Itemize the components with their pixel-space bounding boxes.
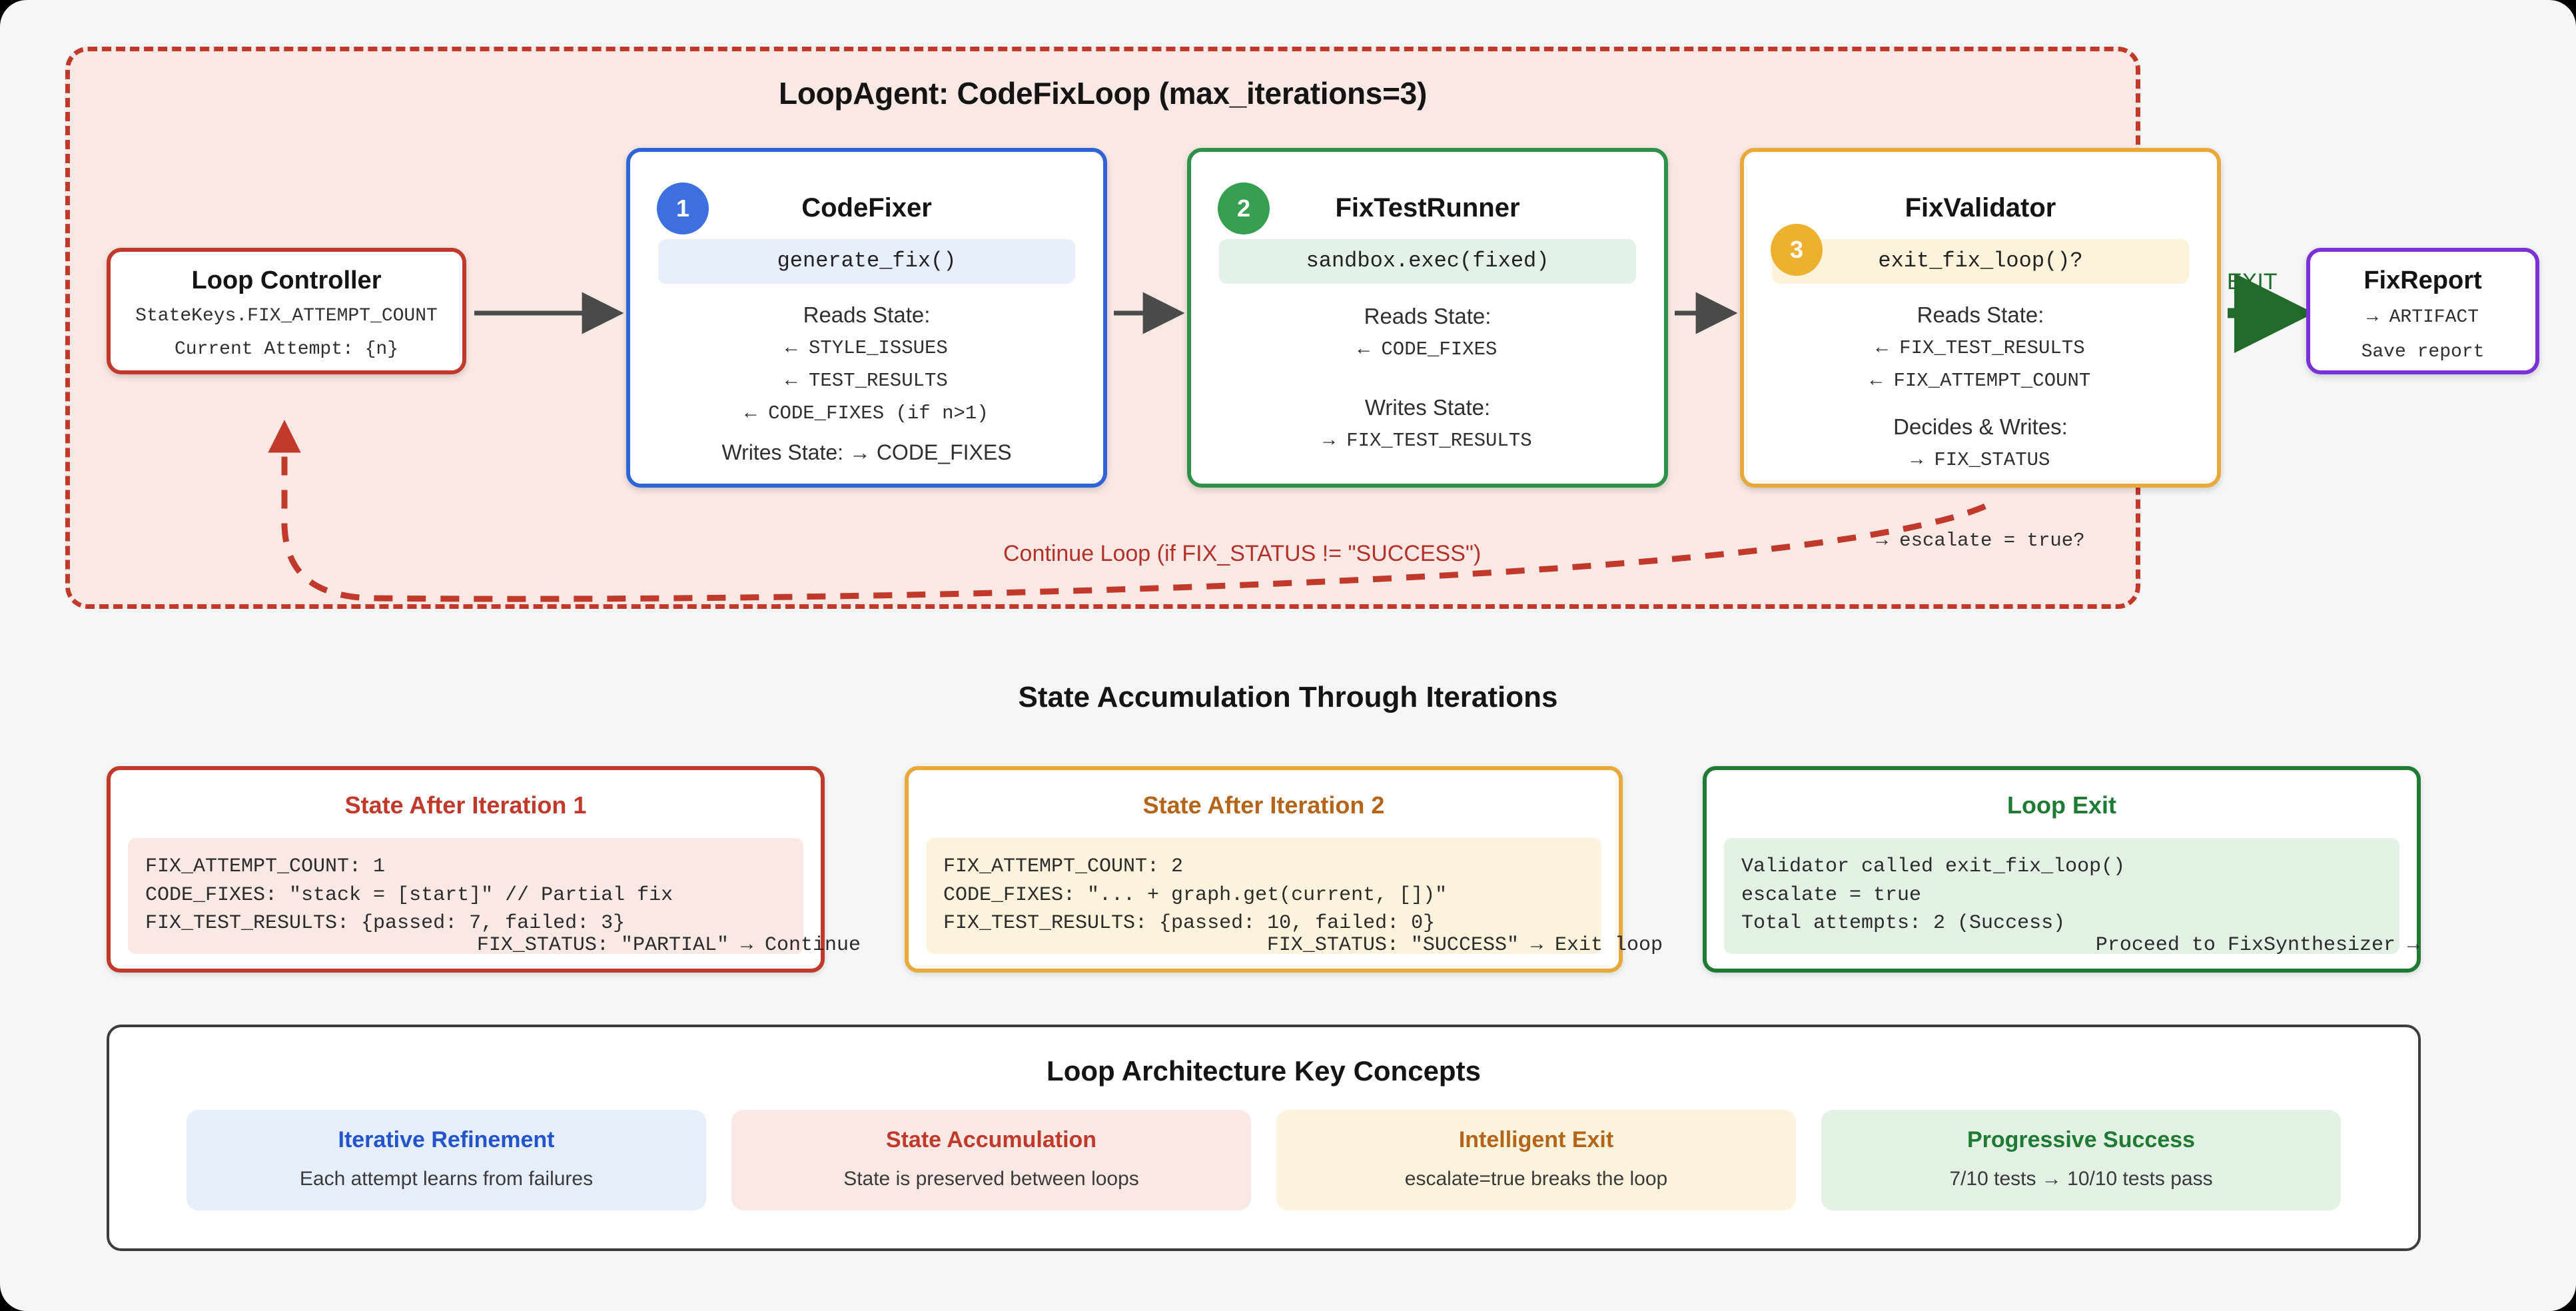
state-card-2-footer: FIX_STATUS: "SUCCESS" → Exit loop xyxy=(1266,934,1663,957)
loop-controller-statekey: StateKeys.FIX_ATTEMPT_COUNT xyxy=(135,306,438,326)
fix-validator-write-0: → FIX_STATUS xyxy=(1911,449,2050,472)
code-fixer-reads-label: Reads State: xyxy=(803,302,931,327)
fix-test-runner-title: FixTestRunner xyxy=(1335,193,1520,222)
state-card-2-line-1: CODE_FIXES: "... + graph.get(current, []… xyxy=(943,883,1448,907)
exit-arrow-label: EXIT xyxy=(2227,269,2278,294)
fix-test-runner-read-0: ← CODE_FIXES xyxy=(1358,338,1498,360)
state-card-3-line-0: Validator called exit_fix_loop() xyxy=(1741,855,2126,878)
code-fixer-title: CodeFixer xyxy=(801,193,932,222)
state-card-3-body: Validator called exit_fix_loop() escalat… xyxy=(1724,838,2399,954)
fix-validator-title: FixValidator xyxy=(1905,193,2056,222)
concept-0-desc: Each attempt learns from failures xyxy=(299,1168,594,1190)
state-card-1-line-2: FIX_TEST_RESULTS: {passed: 7, failed: 3} xyxy=(145,912,626,935)
fix-validator-escalate-line: → escalate = true? xyxy=(1876,530,2085,552)
node-fix-report[interactable]: FixReport → ARTIFACT Save report xyxy=(2306,248,2539,374)
state-card-3-line-2: Total attempts: 2 (Success) xyxy=(1741,912,2066,935)
concept-1-title: State Accumulation xyxy=(885,1127,1097,1152)
state-card-1-title: State After Iteration 1 xyxy=(344,791,587,819)
state-card-2-body: FIX_ATTEMPT_COUNT: 2 CODE_FIXES: "... + … xyxy=(926,838,1601,954)
concept-3-desc: 7/10 tests → 10/10 tests pass xyxy=(1949,1168,2213,1190)
state-card-2-line-0: FIX_ATTEMPT_COUNT: 2 xyxy=(943,855,1184,878)
state-card-3-footer: Proceed to FixSynthesizer → xyxy=(2095,934,2419,957)
fix-validator-read-1: ← FIX_ATTEMPT_COUNT xyxy=(1870,370,2091,392)
fix-test-runner-reads-label: Reads State: xyxy=(1364,304,1492,328)
fix-validator-function-chip: exit_fix_loop()? xyxy=(1772,239,2189,284)
concept-1-desc: State is preserved between loops xyxy=(843,1168,1139,1190)
loop-agent-title: LoopAgent: CodeFixLoop (max_iterations=3… xyxy=(779,76,1427,111)
continue-loop-label: Continue Loop (if FIX_STATUS != "SUCCESS… xyxy=(1003,541,1482,566)
node-fix-test-runner[interactable]: 2 FixTestRunner sandbox.exec(fixed) Read… xyxy=(1187,148,1668,488)
loop-controller-attempt: Current Attempt: {n} xyxy=(174,338,399,360)
fix-report-title: FixReport xyxy=(2363,266,2482,294)
node-loop-controller[interactable]: Loop Controller StateKeys.FIX_ATTEMPT_CO… xyxy=(107,248,466,374)
step-badge-1: 1 xyxy=(657,183,709,234)
state-card-3-line-1: escalate = true xyxy=(1741,883,1922,907)
fix-test-runner-write-0: → FIX_TEST_RESULTS xyxy=(1323,430,1532,452)
fix-report-artifact: → ARTIFACT xyxy=(2366,307,2479,328)
fix-validator-writes-label: Decides & Writes: xyxy=(1893,414,2068,440)
state-card-1-line-1: CODE_FIXES: "stack = [start]" // Partial… xyxy=(145,883,673,907)
loop-controller-title: Loop Controller xyxy=(191,266,382,294)
state-card-1-footer: FIX_STATUS: "PARTIAL" → Continue xyxy=(476,934,861,957)
node-code-fixer[interactable]: 1 CodeFixer generate_fix() Reads State: … xyxy=(626,148,1107,488)
state-card-2-title: State After Iteration 2 xyxy=(1142,791,1385,819)
node-fix-validator[interactable]: 3 FixValidator exit_fix_loop()? Reads St… xyxy=(1740,148,2221,552)
code-fixer-writes: Writes State: → CODE_FIXES xyxy=(721,440,1012,465)
code-fixer-read-1: ← TEST_RESULTS xyxy=(785,370,948,392)
state-card-iteration-1[interactable]: State After Iteration 1 FIX_ATTEMPT_COUN… xyxy=(107,766,861,973)
code-fixer-read-2: ← CODE_FIXES (if n>1) xyxy=(745,402,989,425)
concept-card-progressive-success[interactable]: Progressive Success 7/10 tests → 10/10 t… xyxy=(1821,1110,2341,1210)
code-fixer-read-0: ← STYLE_ISSUES xyxy=(785,337,948,359)
state-card-iteration-2[interactable]: State After Iteration 2 FIX_ATTEMPT_COUN… xyxy=(905,766,1663,973)
step-badge-2: 2 xyxy=(1218,183,1270,234)
fix-report-save: Save report xyxy=(2361,341,2485,362)
key-concepts-row: Iterative Refinement Each attempt learns… xyxy=(109,1087,2418,1210)
key-concepts-panel: Loop Architecture Key Concepts Iterative… xyxy=(107,1025,2421,1251)
state-section-title: State Accumulation Through Iterations xyxy=(1018,681,1558,713)
concept-card-state-accumulation[interactable]: State Accumulation State is preserved be… xyxy=(731,1110,1251,1210)
fix-validator-reads-label: Reads State: xyxy=(1917,302,2044,327)
concept-3-title: Progressive Success xyxy=(1966,1127,2196,1152)
fix-test-runner-function-chip: sandbox.exec(fixed) xyxy=(1219,239,1636,284)
step-badge-3: 3 xyxy=(1771,224,1823,276)
key-concepts-title: Loop Architecture Key Concepts xyxy=(1047,1055,1481,1087)
state-card-2-line-2: FIX_TEST_RESULTS: {passed: 10, failed: 0… xyxy=(943,912,1436,935)
state-card-1-line-0: FIX_ATTEMPT_COUNT: 1 xyxy=(145,855,386,878)
state-card-3-title: Loop Exit xyxy=(2007,791,2116,819)
concept-2-title: Intelligent Exit xyxy=(1458,1127,1614,1152)
concept-card-intelligent-exit[interactable]: Intelligent Exit escalate=true breaks th… xyxy=(1276,1110,1796,1210)
concept-2-desc: escalate=true breaks the loop xyxy=(1404,1168,1668,1190)
fix-test-runner-writes-label: Writes State: xyxy=(1364,395,1491,420)
concept-card-iterative-refinement[interactable]: Iterative Refinement Each attempt learns… xyxy=(187,1110,706,1210)
state-card-1-body: FIX_ATTEMPT_COUNT: 1 CODE_FIXES: "stack … xyxy=(128,838,803,954)
concept-0-title: Iterative Refinement xyxy=(338,1127,555,1152)
code-fixer-function-chip: generate_fix() xyxy=(658,239,1075,284)
fix-validator-read-0: ← FIX_TEST_RESULTS xyxy=(1876,337,2085,359)
state-card-loop-exit[interactable]: Loop Exit Validator called exit_fix_loop… xyxy=(1703,766,2421,973)
